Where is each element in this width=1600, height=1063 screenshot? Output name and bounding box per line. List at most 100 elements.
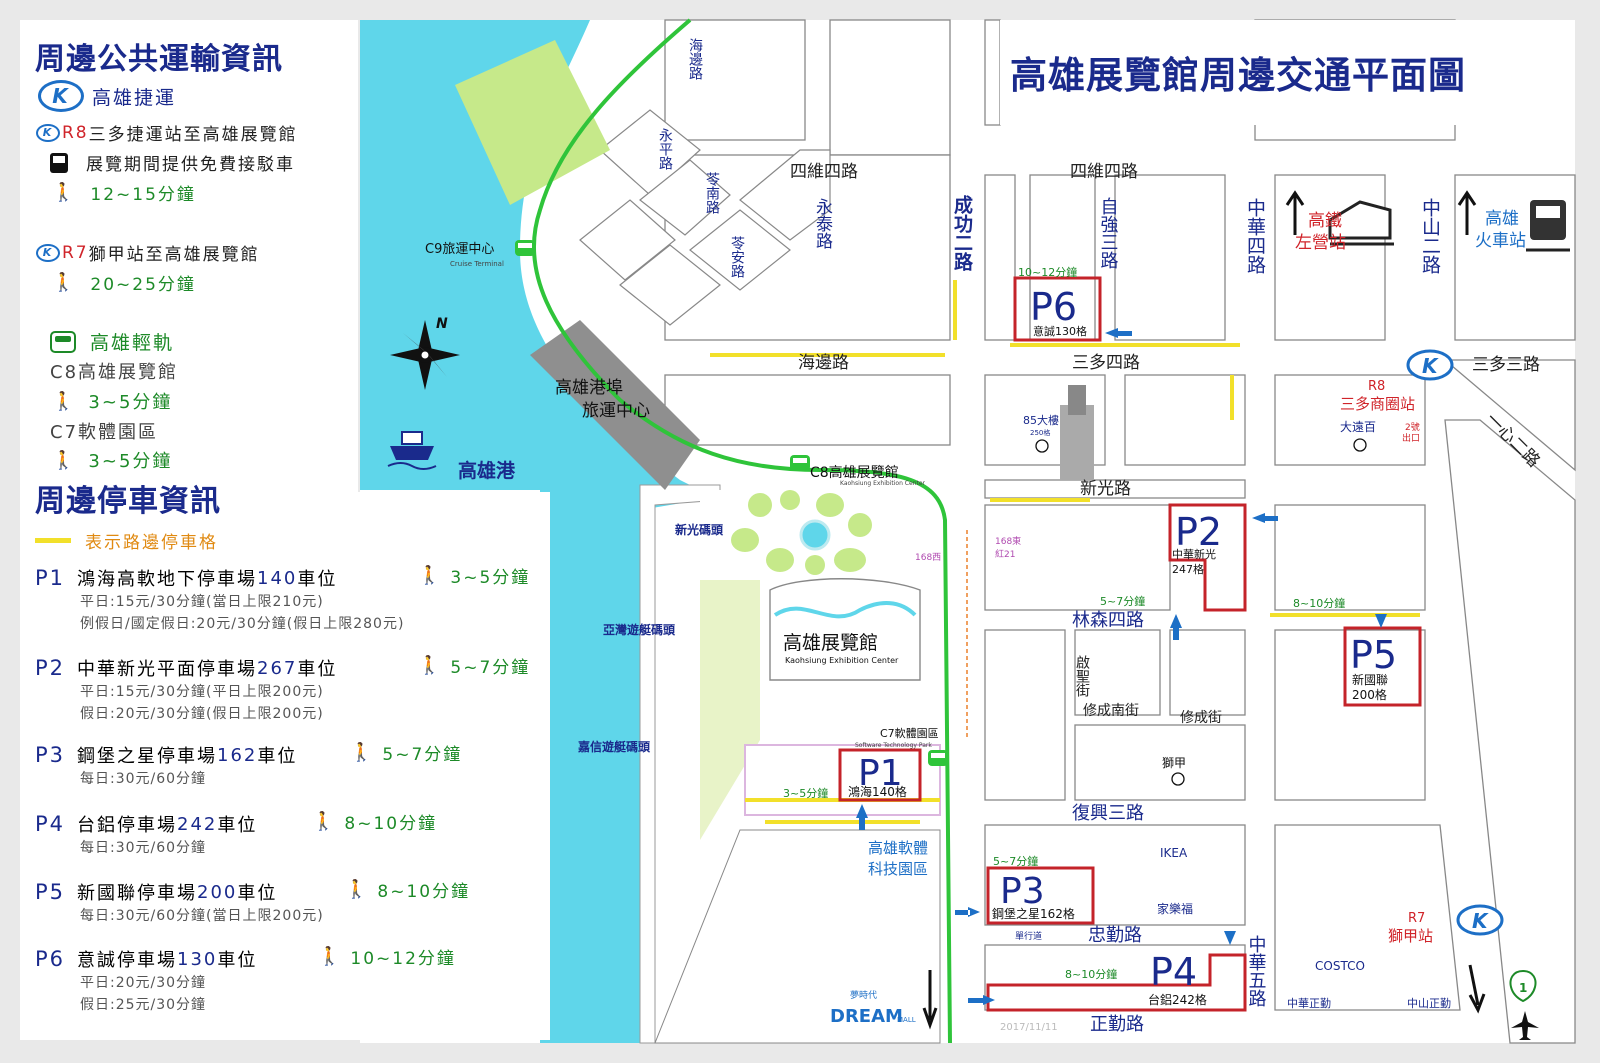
mrt-r7-logo-icon: K	[1456, 904, 1504, 936]
kec-en: Kaohsiung Exhibition Center	[785, 656, 899, 665]
p2-sub1: 中華新光	[1172, 547, 1216, 561]
stp-line2: 科技園區	[868, 860, 928, 878]
svg-text:K: K	[1472, 909, 1489, 933]
curb-parking-lines	[710, 280, 1420, 824]
tower85-label: 85大樓	[1023, 413, 1059, 427]
bus-red21: 紅21	[995, 549, 1015, 560]
light-rail-line[interactable]	[531, 18, 952, 1044]
road-siwei4-west: 四維四路	[790, 162, 858, 182]
r7-code: R7	[62, 242, 89, 263]
parking-lot-rate: 平日:15元/30分鐘(當日上限210元)	[80, 594, 324, 610]
p4-box	[986, 953, 1247, 1012]
road-zhongqin: 忠勤路	[1088, 925, 1142, 946]
parking-heading: 周邊停車資訊	[35, 484, 221, 519]
green-park	[455, 40, 610, 205]
walk-icon-4: 🚶	[52, 449, 77, 471]
c8-row: C8高雄展覽館	[50, 358, 178, 384]
port-terminal-building	[530, 320, 700, 490]
p4-sub: 台鋁242格	[1148, 992, 1207, 1007]
p2-box	[1168, 503, 1247, 612]
c9-lrt-icon	[515, 240, 535, 256]
parking-lot-capacity: 242	[177, 813, 218, 835]
p3-walk: 5~7分鐘	[993, 854, 1038, 868]
lrt-name: 高雄輕軌	[90, 332, 175, 354]
p5-walk: 8~10分鐘	[1293, 596, 1345, 610]
curb-legend: 表示路邊停車格	[85, 533, 218, 553]
parking-lot-unit: 車位	[237, 883, 278, 904]
bus-168w: 168西	[915, 552, 941, 563]
parking-lot-walk: 8~10分鐘	[377, 882, 471, 902]
mrt-row: K 高雄捷運	[38, 80, 176, 112]
tower85-cap: 250格	[1030, 428, 1050, 437]
city-blocks	[664, 19, 1576, 1044]
p5-sub2: 200格	[1352, 687, 1387, 702]
map-date: 2017/11/11	[1000, 1022, 1058, 1033]
road-lingan: 苓安路	[729, 235, 745, 278]
road-siwei4-east: 四維四路	[1070, 162, 1138, 182]
parking-lot-walk-row: 🚶5~7分鐘	[418, 653, 530, 678]
r7-name-label: 獅甲站	[1388, 927, 1433, 945]
road-lingnan: 苓南路	[704, 171, 720, 214]
p3-box	[986, 866, 1095, 925]
parking-lot-capacity: 162	[217, 744, 258, 766]
entry-arrows	[856, 328, 1387, 1005]
software-park-block	[654, 829, 941, 1044]
north-arrow-icon	[922, 970, 938, 1030]
shijia-label: 獅甲	[1162, 756, 1186, 770]
exhibition-park-dots	[731, 490, 872, 575]
road-zhengqin: 正勤路	[1090, 1014, 1144, 1035]
hsr-arrow-icon	[1285, 190, 1305, 235]
transit-heading: 周邊公共運輸資訊	[35, 42, 283, 77]
lrt-row: 高雄輕軌	[50, 328, 174, 355]
r8-walk: 12~15分鐘	[90, 185, 196, 205]
exit2b-label: 出口	[1402, 432, 1420, 444]
road-qisheng: 啟聖街	[1074, 655, 1090, 697]
pier	[639, 484, 721, 1044]
parking-lot-name: 鋼堡之星停車場	[77, 746, 217, 767]
exhibition-lawn	[700, 580, 760, 840]
c7-walk: 3~5分鐘	[88, 451, 173, 472]
parking-lot-unit: 車位	[217, 950, 258, 971]
road-ziqiang3: 自強三路	[1098, 197, 1119, 269]
parking-lot-capacity: 200	[197, 881, 238, 903]
parking-lot-capacity: 267	[257, 657, 298, 679]
walk-icon: 🚶	[312, 811, 337, 832]
walk-icon: 🚶	[345, 879, 370, 900]
parking-lot-unit: 車位	[297, 659, 338, 680]
parking-lot-name: 意誠停車場	[77, 950, 177, 971]
hsr-train-icon	[1328, 200, 1394, 246]
p1-sub: 鴻海140格	[848, 784, 907, 799]
c7-block	[744, 744, 941, 816]
parking-lot-name: 中華新光平面停車場	[77, 659, 257, 680]
p6-label: P6	[1030, 285, 1077, 329]
r7-route: 獅甲站至高雄展覽館	[88, 245, 260, 265]
r8-walk-row: 🚶 12~15分鐘	[52, 180, 196, 205]
r8-code: R8	[62, 122, 89, 143]
highway-number: 1	[1519, 981, 1527, 995]
c9-en: Cruise Terminal	[450, 260, 504, 268]
parking-info-panel	[20, 492, 550, 1040]
port-terminal-line2: 旅運中心	[582, 401, 650, 421]
p6-walk: 10~12分鐘	[1018, 265, 1077, 279]
bus-168e: 168東	[995, 535, 1021, 547]
parking-lot-rate: 每日:30元/60分鐘	[80, 840, 207, 856]
c8-label: C8高雄展覽館	[810, 464, 899, 481]
ikea-label: IKEA	[1160, 846, 1188, 860]
road-haibian2: 海邊路	[798, 353, 849, 373]
r8-code-label: R8	[1368, 379, 1385, 394]
tower85-icon	[1060, 385, 1094, 480]
r7-code-label: R7	[1408, 911, 1425, 926]
c7-walk-row: 🚶 3~5分鐘	[52, 447, 172, 473]
tra-arrow-icon	[1457, 190, 1477, 235]
parking-lot-capacity: 140	[257, 567, 298, 589]
compass-icon	[390, 320, 460, 390]
p5-sub1: 新國聯	[1352, 672, 1388, 687]
zhonghuazhengqin-label: 中華正勤	[1287, 997, 1331, 1010]
lrt-icon	[50, 330, 76, 353]
r7-row: K R7 獅甲站至高雄展覽館	[36, 240, 260, 265]
parking-lot-unit: 車位	[217, 815, 258, 836]
